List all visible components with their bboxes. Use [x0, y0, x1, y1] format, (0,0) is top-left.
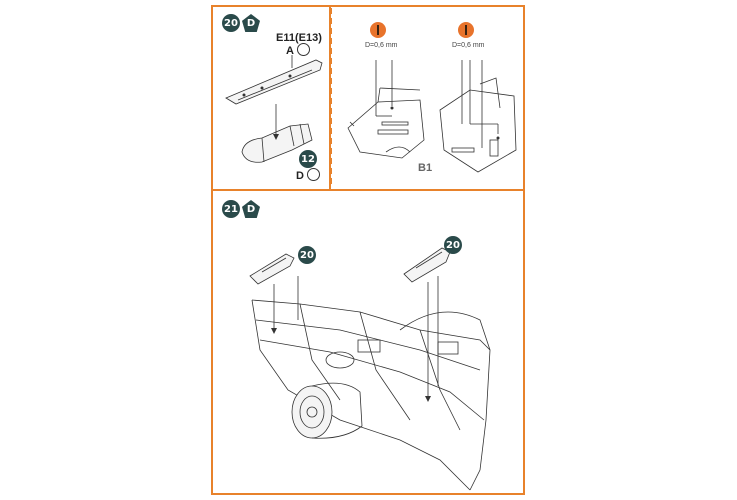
pylon-left — [249, 253, 295, 285]
wing-assembly — [251, 299, 491, 491]
drill-icon — [458, 22, 474, 38]
engine-nacelle — [291, 382, 363, 439]
inset-label: B1 — [418, 162, 433, 174]
sheet-letter: A — [286, 45, 294, 57]
sheet-badge: D — [242, 14, 260, 32]
cement-icon — [297, 43, 310, 56]
part-number-badge: 12 — [299, 150, 317, 168]
sheet-badge: D — [242, 200, 260, 218]
step-number-badge: 20 — [222, 14, 240, 32]
wing-inset-left — [347, 87, 425, 159]
bomb-part — [241, 123, 313, 163]
drill-size-label: D=0,6 mm — [452, 42, 485, 49]
pylon-part — [225, 59, 323, 105]
drill-size-label: D=0,6 mm — [365, 42, 398, 49]
drill-icon — [370, 22, 386, 38]
reference-step-badge: 20 — [298, 246, 316, 264]
pylon-right — [403, 247, 451, 283]
wing-inset-right — [439, 77, 517, 173]
sheet-letter: D — [296, 170, 304, 182]
reference-step-badge: 20 — [444, 236, 462, 254]
step-number-badge: 21 — [222, 200, 240, 218]
cement-icon — [307, 168, 320, 181]
part-label: E11(E13) — [276, 32, 322, 44]
step-21-panel — [211, 189, 525, 495]
